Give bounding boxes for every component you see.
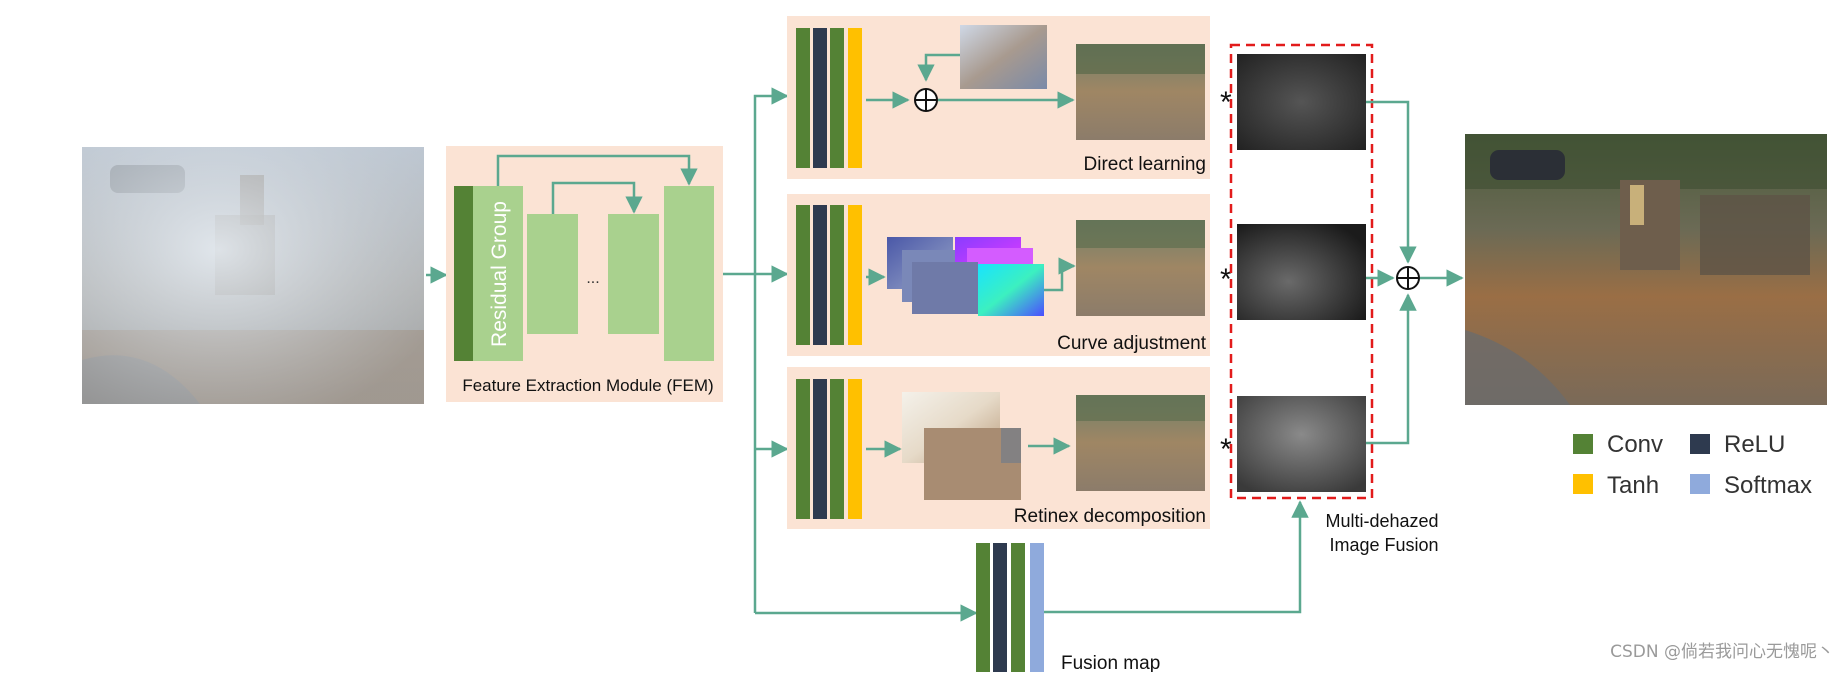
fem-skip-outer (496, 154, 698, 186)
legend-label-conv: Conv (1607, 431, 1663, 458)
conv-layer (796, 379, 810, 519)
fem-skip-inner (551, 181, 643, 214)
fem-caption: Feature Extraction Module (FEM) (462, 376, 713, 395)
watermark-text: CSDN @倘若我问心无愧呢丶 (1610, 642, 1834, 662)
relu-layer (813, 28, 827, 168)
legend-label-softmax: Softmax (1724, 472, 1812, 499)
branch-label: Retinex decomposition (1014, 506, 1206, 527)
branch-label: Curve adjustment (1057, 333, 1207, 354)
branch-direct-learning: Direct learning (787, 16, 1210, 179)
legend-label-tanh: Tanh (1607, 472, 1659, 499)
softmax-layer (1030, 543, 1044, 672)
fusion-dashed-border (1229, 43, 1374, 500)
tanh-layer (848, 379, 862, 519)
tanh-layer (848, 205, 862, 345)
conv-layer (830, 379, 844, 519)
fem-block-out (664, 186, 714, 361)
legend-label-relu: ReLU (1724, 431, 1785, 458)
legend-swatch-softmax (1690, 474, 1710, 494)
fusion-map-label: Fusion map (1061, 653, 1160, 672)
weight-map-2 (1237, 224, 1366, 320)
conv-layer (796, 205, 810, 345)
relu-layer (813, 379, 827, 519)
fem-conv-bar (454, 186, 473, 361)
residual-group-block (473, 186, 523, 361)
branch-label: Direct learning (1084, 154, 1207, 175)
fem-block-3 (608, 214, 659, 334)
fusion-module-label: Image Fusion (1329, 535, 1438, 555)
fem-ellipsis: ... (586, 270, 599, 287)
conv-layer (796, 28, 810, 168)
fem-module: Residual Group ... Feature Extraction Mo… (446, 146, 723, 402)
weights-to-sum-arrows (1366, 100, 1417, 445)
multi-dehazed-fusion-box: Multi-dehazed Image Fusion (1229, 43, 1439, 555)
conv-layer (830, 205, 844, 345)
multiply-symbol: * (1220, 263, 1232, 296)
legend-swatch-relu (1690, 434, 1710, 454)
fem-to-branches-arrows (723, 87, 978, 622)
multiply-symbol: * (1220, 433, 1232, 466)
fem-block-2 (527, 214, 578, 334)
relu-layer (993, 543, 1007, 672)
fusion-map-block: Fusion map (976, 500, 1309, 674)
branch-curve-adjustment: Curve adjustment (787, 194, 1210, 356)
legend-swatch-conv (1573, 434, 1593, 454)
conv-layer (830, 28, 844, 168)
conv-layer (976, 543, 990, 672)
sum-operator (1396, 266, 1420, 290)
hazy-thumbnail (960, 25, 1047, 89)
residual-group-label: Residual Group (488, 201, 511, 347)
multiply-symbol: * (1220, 86, 1232, 119)
dehazed-output-image (1465, 134, 1827, 405)
weight-map-1 (1237, 54, 1366, 150)
legend-swatch-tanh (1573, 474, 1593, 494)
relu-layer (813, 205, 827, 345)
tanh-layer (848, 28, 862, 168)
legend: Conv ReLU Tanh Softmax (1573, 431, 1812, 499)
weight-map-3 (1237, 396, 1366, 492)
conv-layer (1011, 543, 1025, 672)
hazy-input-image (82, 147, 424, 404)
branch-retinex-decomposition: Retinex decomposition (787, 367, 1210, 529)
fusion-module-label: Multi-dehazed (1325, 511, 1438, 531)
